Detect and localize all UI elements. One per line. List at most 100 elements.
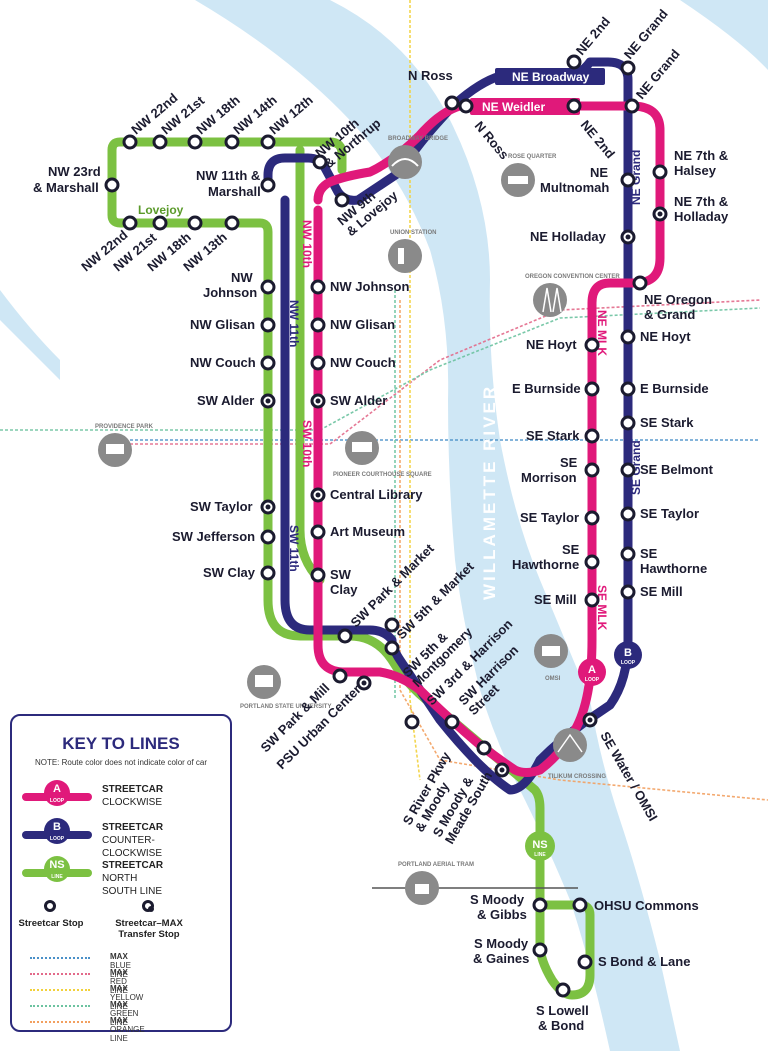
ne-broadway-box [495,68,605,85]
stop-nw-johnson-w[interactable] [260,279,276,295]
stop-ne-2nd-1[interactable] [566,54,582,70]
stop-ne-2nd-2[interactable] [566,98,582,114]
transfer-sw-alder-w[interactable] [260,393,276,409]
label-central-library: Central Library [330,487,423,502]
stop-art-museum[interactable] [310,524,326,540]
stop-sw-5th-market[interactable] [384,617,400,633]
stop-nw-21st-bot[interactable] [152,215,168,231]
stop-n-ross-2[interactable] [458,98,474,114]
legend-transfer-icon [142,900,154,912]
stop-nw-13th[interactable] [224,215,240,231]
stop-ne-multnomah[interactable] [620,172,636,188]
transfer-ne-holladay[interactable] [620,229,636,245]
label-nw-11th-marshall-1: NW 11th & [196,168,260,183]
transfer-sw-taylor[interactable] [260,499,276,515]
stop-ohsu-commons[interactable] [572,897,588,913]
stop-nw-12th[interactable] [260,134,276,150]
transfer-ne-7th-holladay[interactable] [652,206,668,222]
transfer-s-moody-meade-south[interactable] [494,762,510,778]
stop-nw-johnson-e[interactable] [310,279,326,295]
street-ne-broadway: NE Broadway [512,70,590,84]
stop-sw-3rd-harrison[interactable] [404,714,420,730]
stop-e-burnside-w[interactable] [584,381,600,397]
stop-sw-park-market[interactable] [337,628,353,644]
transfer-central-library[interactable] [310,487,326,503]
stop-se-belmont[interactable] [620,462,636,478]
svg-text:UNION STATION: UNION STATION [390,230,436,236]
stop-nw-couch-e[interactable] [310,355,326,371]
svg-text:OREGON CONVENTION CENTER: OREGON CONVENTION CENTER [525,274,620,280]
label-ne-7th-halsey-1: NE 7th & [674,148,728,163]
label-s-moody-gibbs-2: & Gibbs [477,907,527,922]
label-se-hawthorne-e-1: SE [640,546,658,561]
stop-nw-10th-northrup[interactable] [312,154,328,170]
legend-stop-icon [44,900,56,912]
stop-se-mill-e[interactable] [620,584,636,600]
label-sw-clay-e-1: SW [330,567,352,582]
label-ne-2nd-2: NE 2nd [578,117,618,161]
stop-ne-hoyt-e[interactable] [620,329,636,345]
stop-nw-18th-bot[interactable] [187,215,203,231]
stop-nw-11th-marshall[interactable] [260,177,276,193]
stop-ne-grand-2[interactable] [624,98,640,114]
stop-ne-7th-halsey[interactable] [652,164,668,180]
stop-s-lowell-bond[interactable] [555,982,571,998]
stop-se-hawthorne-w[interactable] [584,554,600,570]
stop-sw-clay-e[interactable] [310,567,326,583]
transfer-psu-urban-center[interactable] [356,675,372,691]
providence-park-icon: PROVIDENCE PARK [95,424,154,467]
stop-se-stark-w[interactable] [584,428,600,444]
transfer-se-water-omsi[interactable] [582,712,598,728]
legend: KEY TO LINES NOTE: Route color does not … [10,714,232,1043]
stop-ne-grand-1[interactable] [620,60,636,76]
svg-text:LOOP: LOOP [585,677,600,683]
stop-nw-22nd-bot[interactable] [122,215,138,231]
stop-se-hawthorne-e[interactable] [620,546,636,562]
stop-nw-14th[interactable] [224,134,240,150]
stop-nw-21st-top[interactable] [152,134,168,150]
stop-nw-couch-w[interactable] [260,355,276,371]
stop-sw-jefferson[interactable] [260,529,276,545]
label-ne-grand-1: NE Grand [621,6,671,62]
stop-s-moody-gibbs[interactable] [532,897,548,913]
label-s-moody-gaines-1: S Moody [474,936,529,951]
stop-n-ross-1[interactable] [444,95,460,111]
stop-nw-glisan-w[interactable] [260,317,276,333]
stop-se-stark-e[interactable] [620,415,636,431]
stop-e-burnside-e[interactable] [620,381,636,397]
stop-se-taylor-e[interactable] [620,506,636,522]
stop-se-mill-w[interactable] [584,592,600,608]
stop-sw-park-mill[interactable] [332,668,348,684]
label-se-stark-e: SE Stark [640,415,694,430]
stop-nw-22nd-top[interactable] [122,134,138,150]
label-se-hawthorne-w-1: SE [562,542,580,557]
stop-s-river-pkwy-moody[interactable] [476,740,492,756]
transfer-sw-alder-e[interactable] [310,393,326,409]
label-sw-clay-e-2: Clay [330,582,358,597]
stop-s-moody-gaines[interactable] [532,942,548,958]
svg-text:A: A [588,664,596,676]
stop-ne-hoyt-w[interactable] [584,337,600,353]
stop-se-taylor-w[interactable] [584,510,600,526]
stop-nw-glisan-e[interactable] [310,317,326,333]
label-ne-hoyt-e: NE Hoyt [640,329,691,344]
label-se-hawthorne-w-2: Hawthorne [512,557,579,572]
stop-nw-18th-top[interactable] [187,134,203,150]
label-se-mill-e: SE Mill [640,584,683,599]
street-sw-11th: SW 11th [287,525,301,572]
stop-sw-5th-montgomery[interactable] [384,640,400,656]
stop-se-morrison[interactable] [584,462,600,478]
label-n-ross-2: N Ross [472,118,512,162]
label-nw-23rd-marshall-1: NW 23rd [48,164,101,179]
stop-nw-9th-lovejoy[interactable] [334,192,350,208]
svg-text:LINE: LINE [534,852,546,858]
stop-sw-harrison-street[interactable] [444,714,460,730]
label-nw-11th-marshall-2: Marshall [208,184,261,199]
legend-note: NOTE: Route color does not indicate colo… [34,758,208,767]
stop-ne-oregon-grand[interactable] [632,275,648,291]
stop-nw-23rd-marshall[interactable] [104,177,120,193]
stop-sw-clay-w[interactable] [260,565,276,581]
stop-s-bond-lane[interactable] [577,954,593,970]
